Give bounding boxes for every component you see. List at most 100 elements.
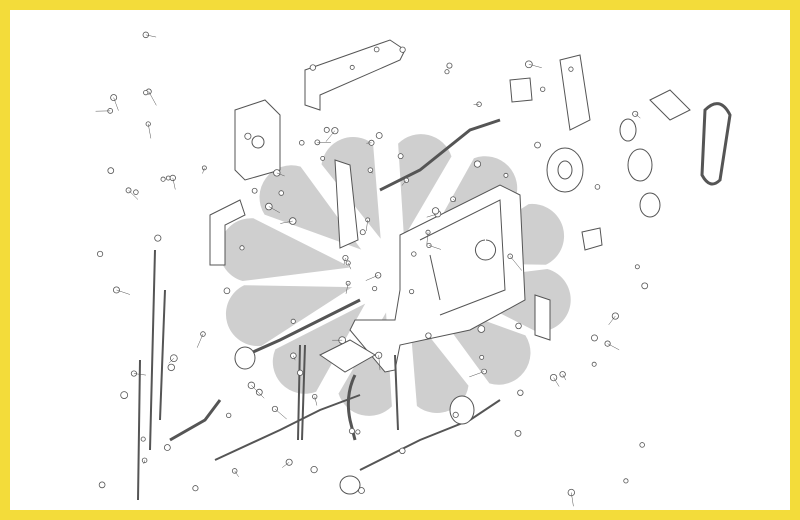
leader-line [365, 275, 379, 281]
screw [591, 334, 598, 342]
screw [411, 251, 417, 257]
screw [251, 187, 258, 194]
lower-shaft-1 [214, 394, 361, 461]
eccentric [234, 346, 256, 370]
hook-assembly [449, 395, 475, 425]
screw [375, 132, 383, 139]
screw [297, 369, 304, 376]
leader-line [370, 170, 373, 174]
screw [160, 176, 166, 182]
leader-line [196, 333, 204, 348]
leader-line [251, 385, 265, 399]
leader-line [133, 373, 146, 376]
screw [355, 429, 361, 435]
screw [477, 325, 486, 333]
screw [98, 481, 106, 489]
leader-line [571, 492, 574, 507]
screw [349, 64, 355, 70]
leader-line [343, 257, 346, 265]
screw [359, 229, 366, 236]
right-bracket [559, 54, 591, 131]
screw [278, 190, 284, 196]
screw [133, 189, 139, 195]
exploded-parts-diagram [95, 31, 732, 507]
screw [534, 141, 541, 149]
leader-line [280, 220, 293, 224]
screw [223, 287, 231, 295]
bracket-right-small [581, 227, 603, 251]
leader-line [553, 377, 560, 387]
parts-group [137, 39, 732, 501]
screw [255, 388, 263, 396]
screw [163, 444, 171, 451]
leader-line [426, 232, 429, 246]
screw [320, 155, 326, 161]
screw [309, 64, 317, 71]
screw [373, 46, 380, 53]
screw [239, 245, 245, 251]
petal-shape [219, 218, 351, 282]
screw [473, 160, 482, 168]
screw [323, 126, 330, 133]
cam-plate [649, 89, 691, 121]
small-pulley [639, 192, 661, 218]
needle-plate [319, 339, 376, 373]
screw [298, 140, 305, 146]
screw [399, 46, 406, 53]
cover-hole [251, 135, 265, 149]
leader-line [452, 198, 457, 202]
screw [331, 127, 339, 135]
screw [634, 264, 640, 270]
top-bracket [304, 39, 406, 111]
leader-line [562, 374, 567, 381]
leader-line [607, 343, 620, 351]
leader-line [147, 123, 152, 139]
small-block [509, 77, 533, 103]
screws-group [95, 31, 649, 507]
lower-shaft-2 [359, 399, 501, 471]
screw [310, 466, 318, 474]
screw [639, 442, 645, 448]
screw [290, 318, 296, 324]
screw [154, 234, 162, 242]
screw [167, 363, 175, 372]
leader-line [345, 283, 349, 294]
housing-inner [419, 199, 506, 316]
leader-line [145, 34, 157, 38]
screw [503, 172, 509, 178]
screw [568, 66, 574, 72]
leader-line [113, 97, 119, 111]
crankshaft-left [234, 298, 361, 362]
screw [358, 487, 365, 494]
leader-line [202, 167, 205, 174]
screw [452, 411, 459, 418]
fork-lever [297, 344, 306, 441]
leader-line [347, 262, 352, 270]
screw [514, 429, 522, 437]
screw [96, 250, 104, 258]
leader-line [282, 462, 290, 468]
leader-line [509, 256, 522, 271]
screw [446, 62, 453, 69]
petal-shape [225, 285, 353, 347]
left-arm [209, 199, 246, 266]
screw [632, 110, 639, 117]
pulley-hub [557, 160, 573, 180]
screw [594, 184, 601, 190]
screw [559, 371, 566, 378]
screw [549, 373, 558, 382]
leader-line [365, 219, 368, 232]
screw [226, 412, 232, 419]
screw [623, 478, 629, 484]
screw [244, 132, 252, 140]
leader-line [608, 315, 616, 325]
petal-shape [259, 165, 362, 250]
screw [479, 354, 485, 360]
screw [192, 485, 199, 492]
screw [431, 207, 440, 215]
screw [540, 86, 546, 92]
leader-line [635, 113, 641, 119]
leader-line [234, 470, 239, 477]
screw [107, 167, 115, 174]
